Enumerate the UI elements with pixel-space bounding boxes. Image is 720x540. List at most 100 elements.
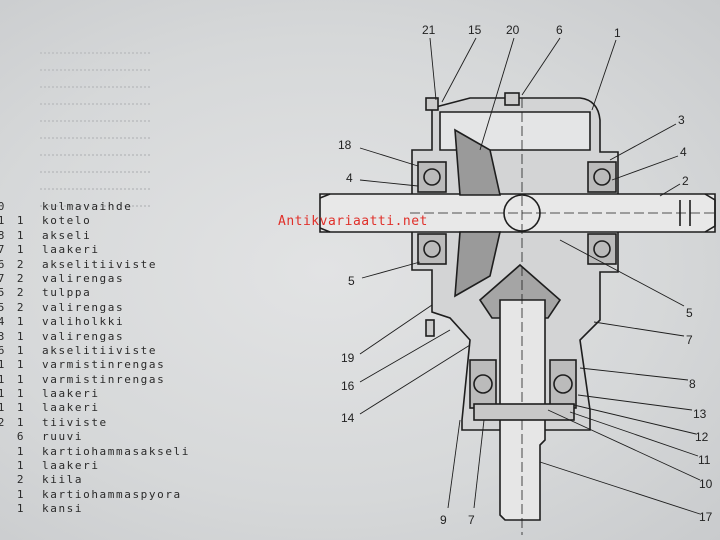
- parts-list-row: 6 ruuvi: [0, 430, 190, 444]
- callout-10: 10: [699, 477, 713, 491]
- part-ref: 0: [0, 200, 6, 213]
- part-qty: 1: [16, 444, 26, 458]
- parts-list-row: 1 kansi: [0, 502, 190, 516]
- part-ref: 5: [0, 300, 6, 314]
- part-ref: 7: [0, 243, 6, 257]
- part-qty: 1: [16, 329, 26, 343]
- callout-5-right: 5: [686, 306, 693, 320]
- callout-4-right: 4: [680, 145, 687, 159]
- part-ref: 1: [0, 214, 6, 228]
- part-name: valirengas: [42, 329, 125, 343]
- part-qty: 1: [16, 315, 26, 329]
- part-name: kotelo: [42, 214, 92, 228]
- part-ref: 4: [0, 315, 6, 329]
- part-name: kulmavaihde: [42, 200, 133, 213]
- part-name: varmistinrengas: [42, 372, 166, 386]
- callout-2: 2: [682, 174, 689, 188]
- part-name: akselitiiviste: [42, 343, 158, 357]
- callout-4-left: 4: [346, 171, 353, 185]
- part-qty: 1: [16, 502, 26, 516]
- part-name: tulppa: [42, 286, 92, 300]
- part-name: akseli: [42, 228, 92, 242]
- callout-19: 19: [341, 351, 355, 365]
- part-qty: 6: [16, 430, 26, 444]
- part-qty: 2: [16, 286, 26, 300]
- part-name: akselitiiviste: [42, 257, 158, 271]
- callout-7-right: 7: [686, 333, 693, 347]
- part-qty: 1: [16, 343, 26, 357]
- part-qty: 1: [16, 358, 26, 372]
- callout-13: 13: [693, 407, 707, 421]
- part-name: tiiviste: [42, 415, 108, 429]
- part-name: ruuvi: [42, 430, 84, 444]
- part-name: valirengas: [42, 271, 125, 285]
- part-qty: 1: [16, 372, 26, 386]
- part-ref: 1: [0, 358, 6, 372]
- part-name: valirengas: [42, 300, 125, 314]
- callout-18: 18: [338, 138, 352, 152]
- part-ref: 1: [0, 387, 6, 401]
- parts-list-row: 0 kulmavaihde: [0, 200, 190, 214]
- part-qty: 2: [16, 300, 26, 314]
- part-name: laakeri: [42, 387, 100, 401]
- part-name: varmistinrengas: [42, 358, 166, 372]
- part-ref: 6: [0, 257, 6, 271]
- part-qty: 1: [16, 228, 26, 242]
- callout-15: 15: [468, 23, 482, 37]
- part-name: valiholkki: [42, 315, 125, 329]
- callout-20: 20: [506, 23, 520, 37]
- part-ref: 1: [0, 401, 6, 415]
- part-name: kansi: [42, 502, 84, 516]
- part-ref: 6: [0, 343, 6, 357]
- part-qty: 1: [16, 415, 26, 429]
- callout-17: 17: [699, 510, 713, 524]
- part-ref: 8: [0, 228, 6, 242]
- faded-text-lines: [0, 38, 200, 208]
- callout-16: 16: [341, 379, 355, 393]
- callout-12: 12: [695, 430, 709, 444]
- callout-3: 3: [678, 113, 685, 127]
- part-name: laakeri: [42, 459, 100, 473]
- part-name: laakeri: [42, 401, 100, 415]
- part-qty: 2: [16, 257, 26, 271]
- watermark: Antikvariaatti.net: [278, 214, 428, 229]
- part-ref: 2: [0, 415, 6, 429]
- part-ref: 3: [0, 329, 6, 343]
- part-ref: 5: [0, 286, 6, 300]
- callout-7-bottom: 7: [468, 513, 475, 527]
- callout-11: 11: [698, 453, 711, 467]
- part-qty: 1: [16, 487, 26, 501]
- part-qty: 1: [16, 401, 26, 415]
- part-name: kartiohammaspyora: [42, 487, 182, 501]
- callout-9: 9: [440, 513, 447, 527]
- parts-list-row: 1 kartiohammaspyora: [0, 488, 190, 502]
- callout-1: 1: [614, 26, 621, 40]
- part-name: kiila: [42, 473, 84, 487]
- callout-14: 14: [341, 411, 355, 425]
- part-qty: 1: [16, 387, 26, 401]
- callout-8: 8: [689, 377, 696, 391]
- part-qty: 1: [16, 214, 26, 228]
- part-qty: 1: [16, 459, 26, 473]
- callout-5-left: 5: [348, 274, 355, 288]
- part-qty: 2: [16, 271, 26, 285]
- part-ref: 1: [0, 372, 6, 386]
